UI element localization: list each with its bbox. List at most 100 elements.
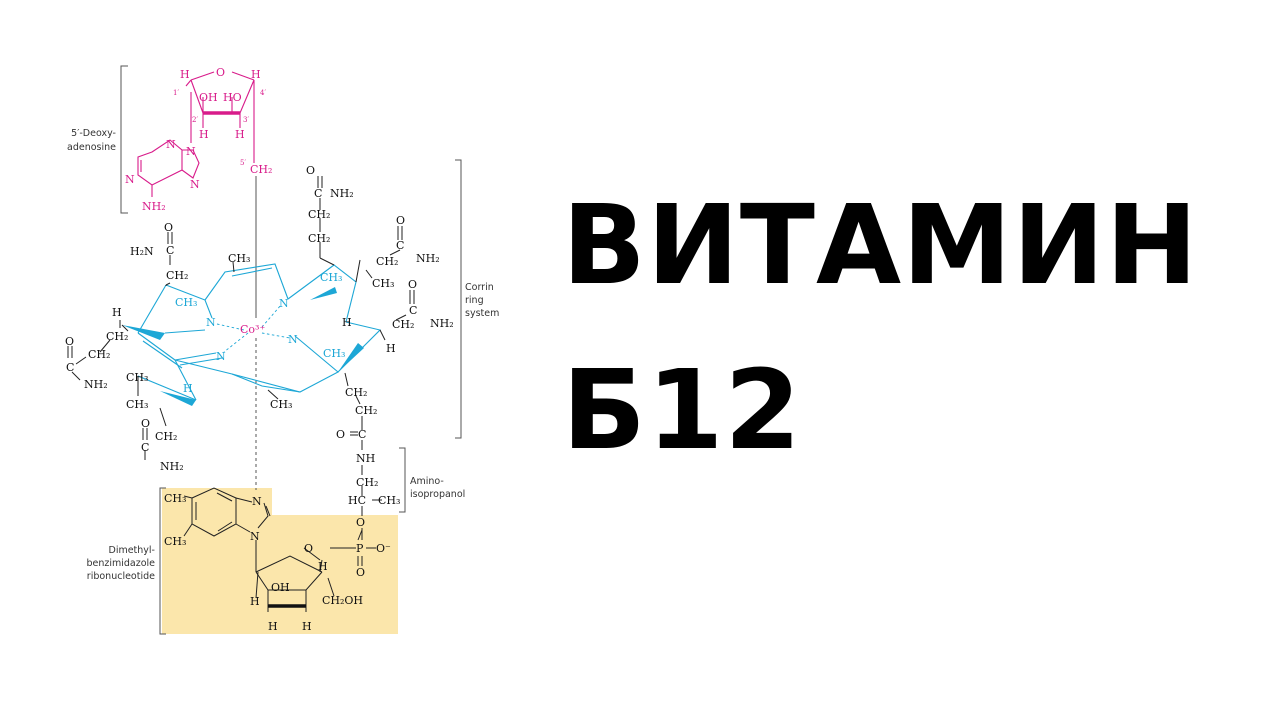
atom-oh: OH (199, 91, 218, 104)
label-aminoisopropanol-1: Amino- (410, 476, 444, 487)
atom-n: N (190, 178, 200, 191)
atom-o: O (356, 516, 365, 529)
atom-ch3: CH₃ (126, 398, 148, 411)
atom-o: O (216, 66, 225, 79)
atom-prime-3: 3′ (243, 116, 249, 124)
atom-ch2: CH₂ (308, 232, 330, 245)
atom-ch2: CH₂ (88, 348, 110, 361)
atom-h: H (318, 560, 328, 573)
atom-ch2: CH₂ (356, 476, 378, 489)
atom-c: C (409, 304, 417, 317)
atom-ch3: CH₃ (175, 296, 197, 309)
atom-ch2oh: CH₂OH (322, 594, 363, 607)
page-title-line2: Б12 (562, 346, 802, 474)
atom-o: O (336, 428, 345, 441)
label-corrin-2: ring (465, 295, 484, 306)
atom-nh2: NH₂ (416, 252, 440, 265)
atom-prime-5: 5′ (240, 159, 246, 167)
atom-nh: NH (356, 452, 375, 465)
atom-prime-2: 2′ (192, 116, 198, 124)
atom-h: H (250, 595, 260, 608)
atom-o: O (141, 417, 150, 430)
atom-ho: HO (223, 91, 242, 104)
atom-h: H (268, 620, 278, 633)
label-aminoisopropanol-2: isopropanol (410, 489, 465, 500)
atom-o: O (408, 278, 417, 291)
atom-c: C (166, 244, 174, 257)
label-corrin-1: Corrin (465, 282, 494, 293)
atom-n: N (166, 138, 176, 151)
atom-ch2: CH₂ (155, 430, 177, 443)
atom-hc: HC (348, 494, 366, 507)
atom-ch3: CH₃ (164, 535, 186, 548)
atom-h2n: H₂N (130, 245, 154, 258)
label-dmb-3: ribonucleotide (87, 571, 155, 582)
atom-p: P (356, 542, 364, 555)
atom-ch2: CH₂ (106, 330, 128, 343)
atom-ch3: CH₃ (378, 494, 400, 507)
atom-prime-4: 4′ (260, 89, 266, 97)
atom-c: C (141, 441, 149, 454)
atom-ch2: CH₂ (345, 386, 367, 399)
atom-h: H (180, 68, 190, 81)
atom-o: O (396, 214, 405, 227)
cobalt-ion: Co³⁺ (240, 323, 265, 336)
atom-c: C (314, 187, 322, 200)
side-chains: O C NH₂ CH₂ CH₂ O C NH₂ CH₂ CH₃ O H₂N C … (65, 164, 454, 540)
atom-ch2: CH₂ (376, 255, 398, 268)
atom-h: H (251, 68, 261, 81)
atom-o: O (164, 221, 173, 234)
atom-ch2: CH₂ (392, 318, 414, 331)
atom-h: H (235, 128, 245, 141)
atom-c: C (66, 361, 74, 374)
dmb-ribonucleotide-group: CH₃ CH₃ N N OH H H H H CH₂OH O P O⁻ O (164, 487, 391, 633)
atom-h: H (342, 316, 352, 329)
atom-ch2: CH₂ (308, 208, 330, 221)
atom-h: H (183, 382, 193, 395)
label-deoxyadenosine-2: adenosine (67, 142, 116, 153)
atom-o-minus: O⁻ (376, 542, 391, 555)
atom-n: N (288, 333, 298, 346)
deoxyadenosine-group: H O H 1′ 4′ OH HO 2′ 3′ H H N N N N NH₂ … (125, 66, 272, 213)
atom-ch3: CH₃ (126, 371, 148, 384)
label-dmb-1: Dimethyl- (109, 545, 156, 556)
corrin-ring: N N N N CH₃ CH₃ CH₃ H (122, 263, 382, 406)
atom-n: N (186, 145, 196, 158)
atom-ch3: CH₃ (164, 492, 186, 505)
atom-nh2: NH₂ (160, 460, 184, 473)
atom-o: O (356, 566, 365, 579)
atom-oh: OH (271, 581, 290, 594)
atom-h: H (386, 342, 396, 355)
atom-nh2: NH₂ (142, 200, 166, 213)
atom-n: N (216, 350, 226, 363)
atom-prime-1: 1′ (173, 89, 179, 97)
atom-ch3: CH₃ (372, 277, 394, 290)
atom-ch3: CH₃ (323, 347, 345, 360)
atom-n: N (252, 495, 262, 508)
atom-ch2: CH₂ (250, 163, 272, 176)
atom-n: N (250, 530, 260, 543)
vitamin-b12-structure-diagram: 5′-Deoxy- adenosine Corrin ring system A… (65, 65, 499, 635)
atom-c: C (358, 428, 366, 441)
atom-n: N (125, 173, 135, 186)
atom-ch2: CH₂ (166, 269, 188, 282)
atom-h: H (199, 128, 209, 141)
atom-nh2: NH₂ (84, 378, 108, 391)
atom-c: C (396, 239, 404, 252)
atom-n: N (206, 316, 216, 329)
atom-h: H (302, 620, 312, 633)
brackets (120, 65, 462, 635)
atom-o: O (304, 542, 313, 555)
atom-nh2: NH₂ (330, 187, 354, 200)
atom-o: O (306, 164, 315, 177)
label-dmb-2: benzimidazole (86, 558, 155, 569)
label-corrin-3: system (465, 308, 499, 319)
atom-n: N (279, 297, 289, 310)
atom-ch3: CH₃ (228, 252, 250, 265)
atom-o: O (65, 335, 74, 348)
atom-h: H (112, 306, 122, 319)
atom-ch3: CH₃ (320, 271, 342, 284)
atom-ch3: CH₃ (270, 398, 292, 411)
atom-nh2: NH₂ (430, 317, 454, 330)
page-title-line1: ВИТАМИН (562, 181, 1199, 309)
